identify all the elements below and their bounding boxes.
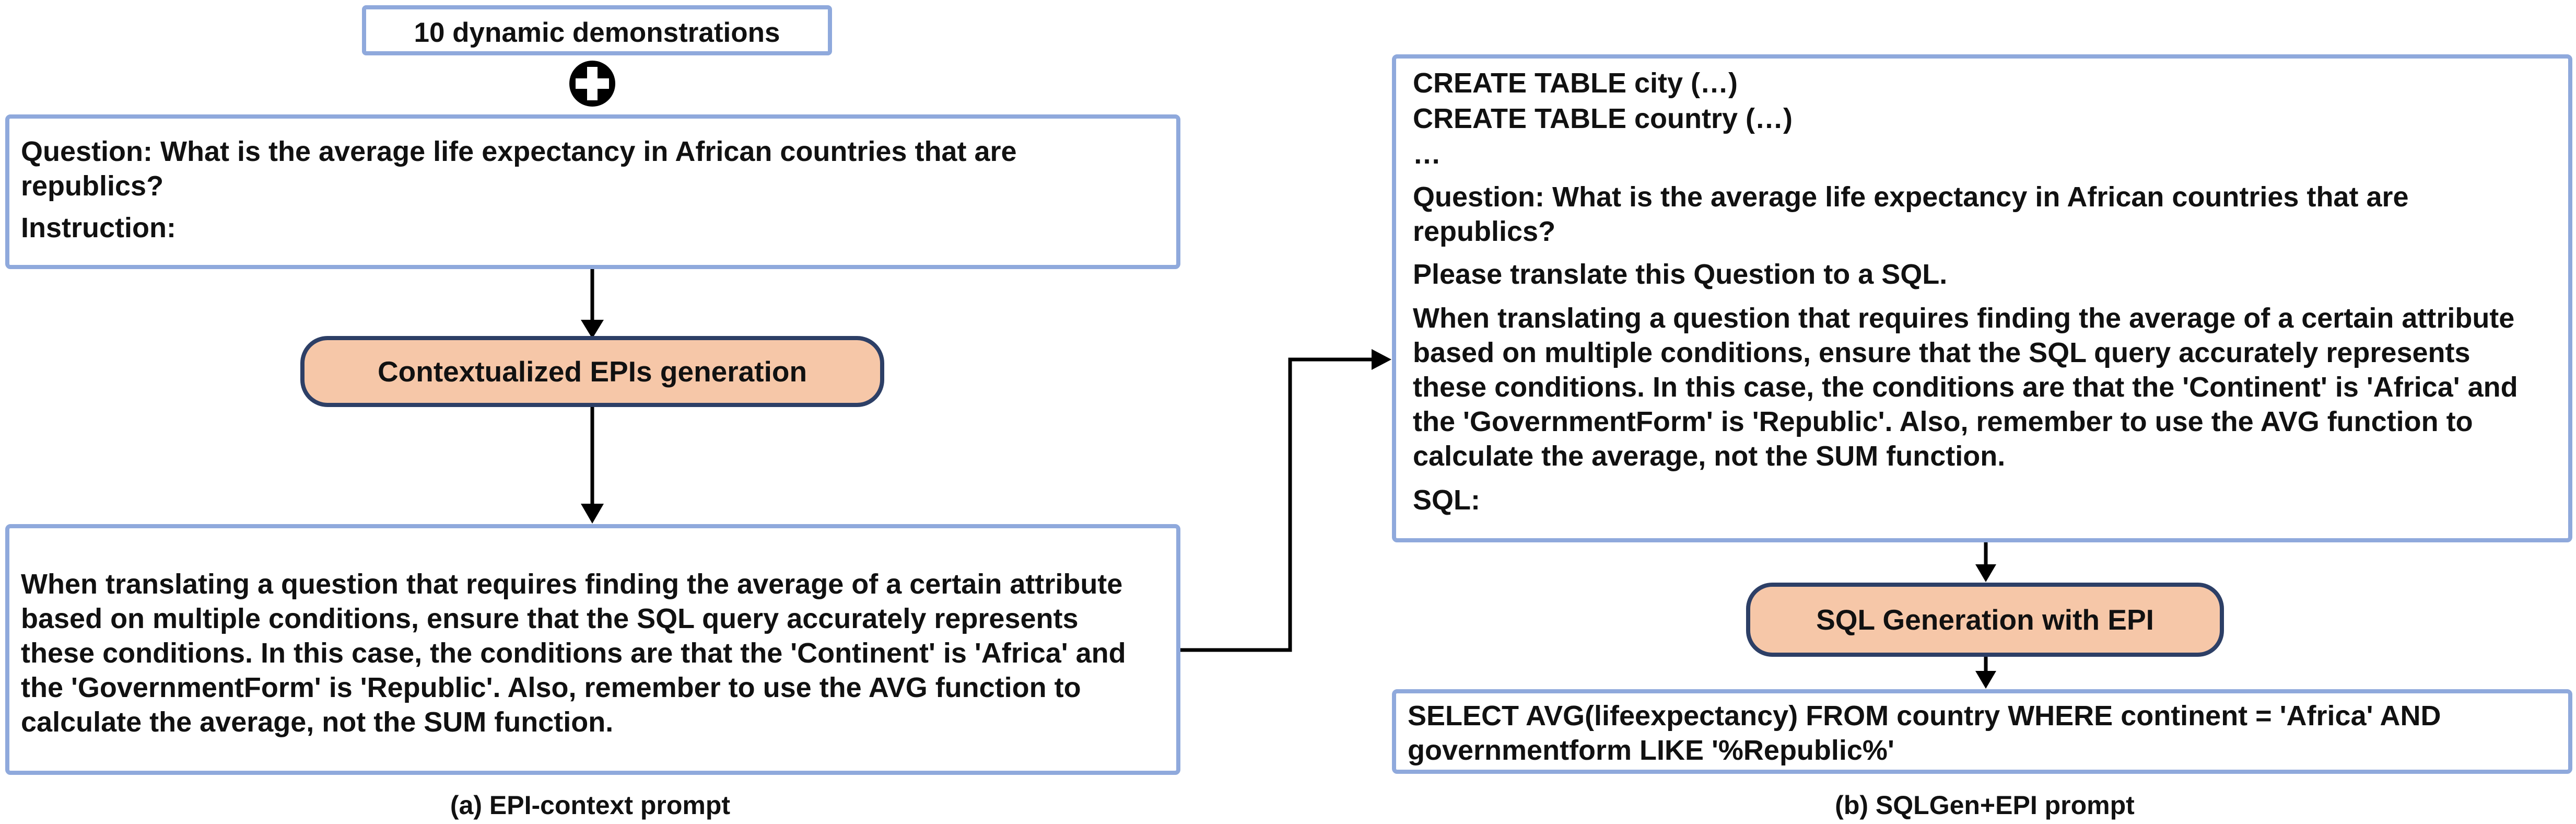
prompt-question-line-2: republics? — [1413, 216, 1556, 247]
instruction-label: Instruction: — [21, 212, 176, 243]
sql-output-line-1: SELECT AVG(lifeexpectancy) FROM country … — [1408, 700, 2441, 732]
demonstrations-box: 10 dynamic demonstrations — [362, 5, 832, 55]
prompt-epi-line-1: When translating a question that require… — [1413, 303, 2515, 334]
arrowhead — [581, 320, 604, 339]
epi-line-5: calculate the average, not the SUM funct… — [21, 706, 614, 738]
arrowhead — [1975, 564, 1996, 582]
question-line-1: Question: What is the average life expec… — [21, 136, 1017, 167]
arrow-epi-to-prompt — [1179, 357, 1374, 652]
sql-output-line-2: governmentform LIKE '%Republic%' — [1408, 735, 1894, 766]
epi-box: When translating a question that require… — [5, 524, 1180, 775]
caption-right: (b) SQLGen+EPI prompt — [1835, 791, 2135, 820]
epi-line-2: based on multiple conditions, ensure tha… — [21, 603, 1079, 634]
prompt-epi-line-5: calculate the average, not the SUM funct… — [1413, 440, 2006, 472]
translate-instruction: Please translate this Question to a SQL. — [1413, 259, 1948, 290]
plus-circle-icon — [569, 61, 615, 107]
schema-ellipsis: … — [1413, 138, 1441, 170]
prompt-epi-line-3: these conditions. In this case, the cond… — [1413, 372, 2518, 403]
prompt-question-line-1: Question: What is the average life expec… — [1413, 181, 2409, 213]
prompt-epi-line-4: the 'GovernmentForm' is 'Republic'. Also… — [1413, 406, 2473, 437]
question-line-2: republics? — [21, 170, 164, 202]
schema-line-1: CREATE TABLE city (…) — [1413, 67, 1738, 99]
sql-label: SQL: — [1413, 484, 1480, 516]
sql-prompt-box: CREATE TABLE city (…) CREATE TABLE count… — [1392, 54, 2572, 542]
demonstrations-label: 10 dynamic demonstrations — [414, 17, 780, 48]
arrowhead — [1372, 349, 1391, 370]
question-box: Question: What is the average life expec… — [5, 114, 1180, 269]
epi-line-3: these conditions. In this case, the cond… — [21, 637, 1126, 669]
arrowhead — [581, 504, 604, 524]
arrowhead — [1975, 671, 1996, 689]
epi-line-4: the 'GovernmentForm' is 'Republic'. Also… — [21, 672, 1081, 703]
caption-left: (a) EPI-context prompt — [450, 791, 731, 820]
schema-line-2: CREATE TABLE country (…) — [1413, 103, 1793, 134]
prompt-epi-line-2: based on multiple conditions, ensure tha… — [1413, 337, 2470, 368]
sql-output-box: SELECT AVG(lifeexpectancy) FROM country … — [1392, 689, 2572, 774]
epi-line-1: When translating a question that require… — [21, 568, 1123, 600]
sql-generation-node: SQL Generation with EPI — [1746, 583, 2224, 657]
contextualized-epis-generation-node: Contextualized EPIs generation — [300, 336, 884, 407]
